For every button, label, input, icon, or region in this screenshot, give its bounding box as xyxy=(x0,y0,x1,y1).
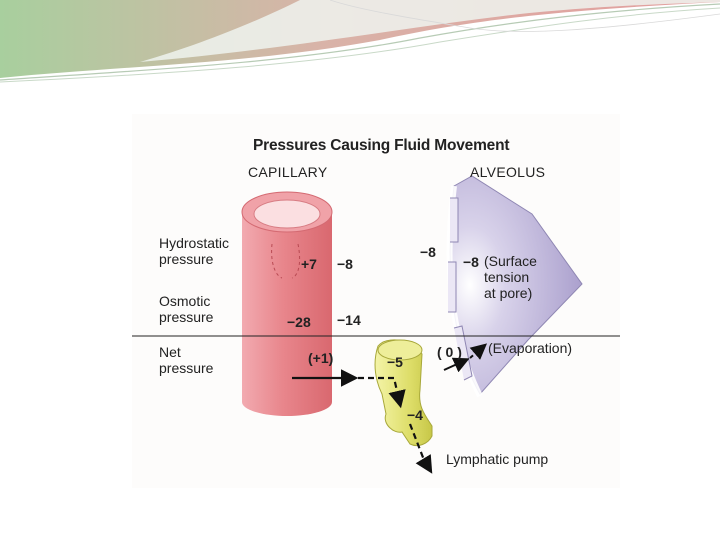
note-evaporation: (Evaporation) xyxy=(488,340,573,356)
value-alveolus-hydrostatic-outer: −8 xyxy=(420,244,436,260)
value-lymph-top: −5 xyxy=(387,354,403,370)
value-alveolus-hydrostatic-inner: −8 xyxy=(463,254,479,270)
value-interstitial-hydrostatic: −8 xyxy=(337,256,353,272)
row-label-net: Net pressure xyxy=(159,344,214,376)
row-label-hydrostatic: Hydrostatic pressure xyxy=(159,235,230,267)
capillary-heading: CAPILLARY xyxy=(248,164,328,180)
value-interstitial-osmotic: −14 xyxy=(337,312,361,328)
capillary-tube xyxy=(241,191,333,416)
value-capillary-net: (+1) xyxy=(308,350,334,366)
note-lymphatic-pump: Lymphatic pump xyxy=(446,451,549,467)
value-capillary-osmotic: −28 xyxy=(287,314,311,330)
fluid-pressure-figure: Pressures Causing Fluid Movement CAPILLA… xyxy=(132,114,620,488)
value-lymph-mid: −4 xyxy=(407,407,423,423)
flow-arrows xyxy=(292,343,488,474)
slide-header-decoration xyxy=(0,0,720,83)
alveolus-heading: ALVEOLUS xyxy=(470,164,546,180)
figure-drawing xyxy=(132,175,620,474)
alveolus-wall xyxy=(446,175,583,398)
value-capillary-hydrostatic: +7 xyxy=(301,256,317,272)
row-label-osmotic: Osmotic pressure xyxy=(159,293,214,325)
value-alveolus-net: ( 0 ) xyxy=(437,344,462,360)
figure-title: Pressures Causing Fluid Movement xyxy=(253,137,510,154)
note-surface-tension: (Surface tension at pore) xyxy=(484,253,537,301)
lymphatic-vessel xyxy=(374,339,433,447)
